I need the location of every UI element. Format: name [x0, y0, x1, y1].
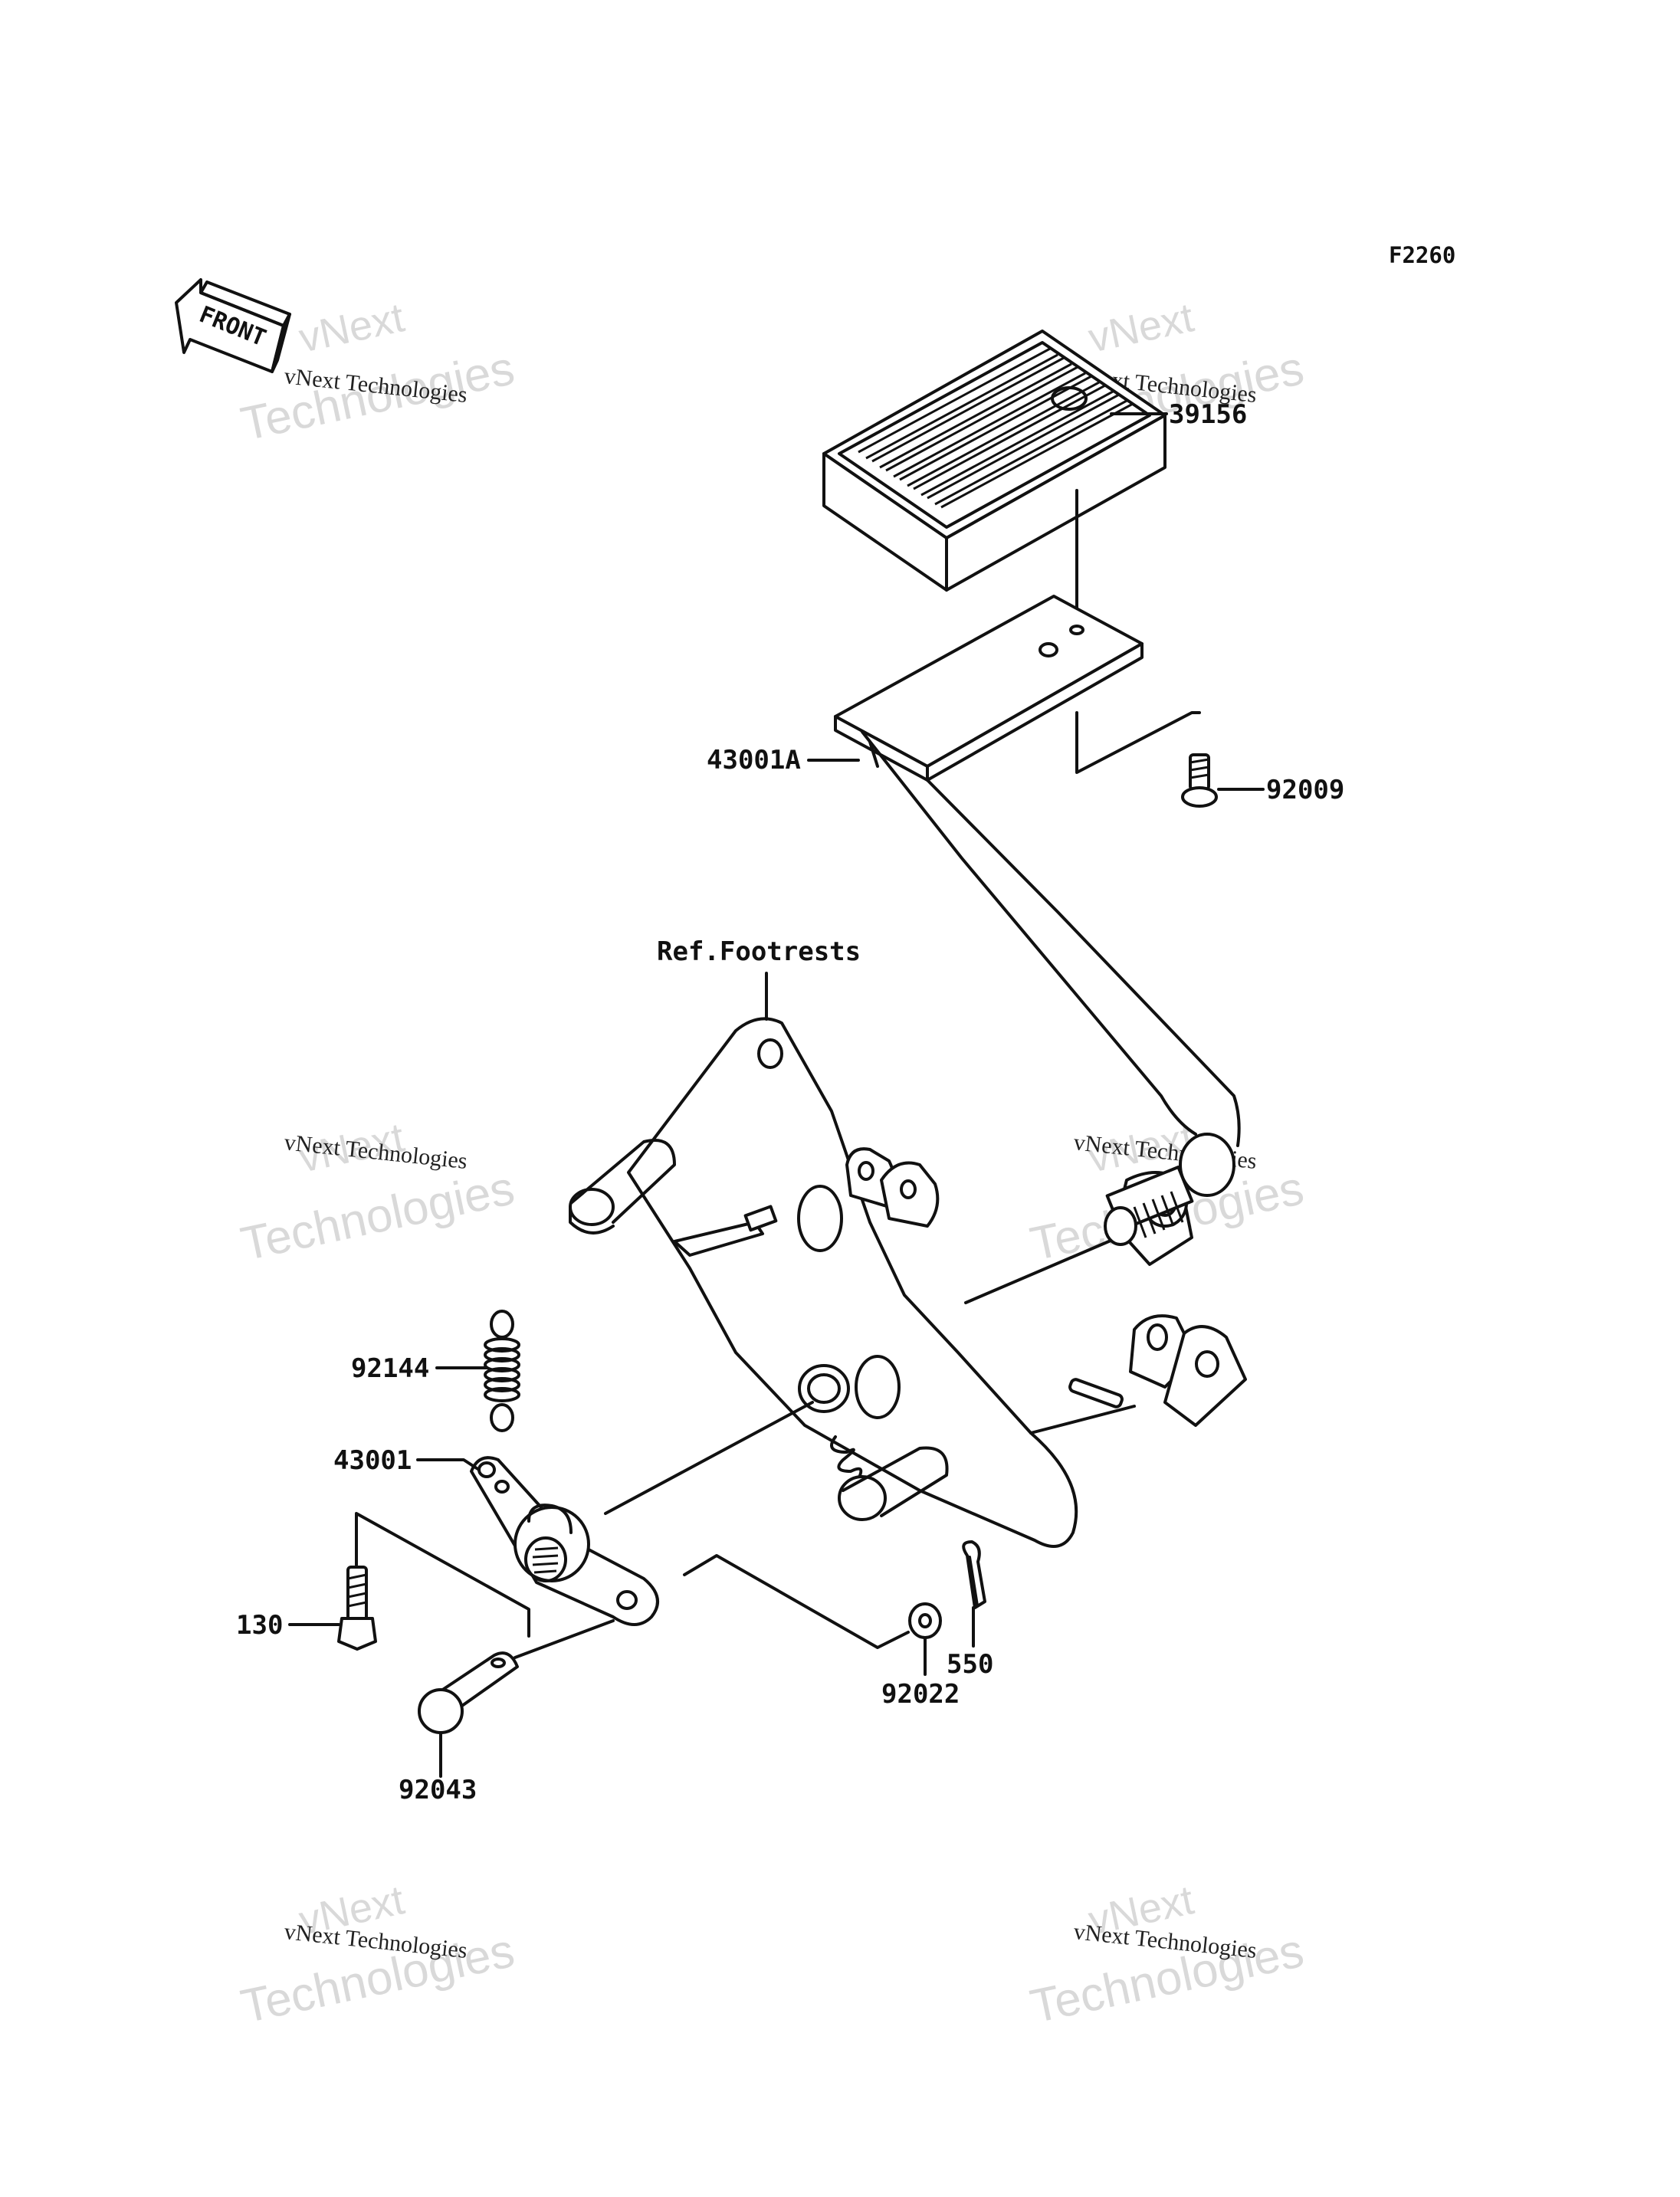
watermark-word-vnext: vNext: [1084, 294, 1198, 361]
brake-pedal-arm: [834, 595, 1241, 1147]
part-number-label: 92144: [351, 1353, 429, 1384]
callout-92144: 92144: [351, 1353, 488, 1384]
figure-code: F2260: [1389, 242, 1455, 268]
watermark-bottom-left: vNext Technologies vNext Technologies: [237, 1877, 519, 2033]
pedal-pad: [822, 330, 1166, 592]
clevis-pin-92043: [418, 1651, 519, 1734]
watermark-word-vnext: vNext: [295, 294, 409, 361]
callout-ref-footrests: Ref.Footrests: [657, 936, 861, 1021]
spring-92144: [484, 1310, 520, 1432]
reference-label: Ref.Footrests: [657, 936, 861, 967]
part-number-label: 92009: [1266, 775, 1344, 805]
watermark-top-left: vNext Technologies vNext Technologies: [237, 294, 519, 451]
callout-92043: 92043: [399, 1732, 477, 1805]
part-number-label: 550: [947, 1649, 993, 1680]
pedal-pivot: [1104, 1133, 1235, 1246]
washer-92022: [908, 1602, 942, 1639]
callout-550: 550: [947, 1606, 993, 1680]
front-arrow-icon: FRONT: [175, 278, 291, 373]
part-number-label: 92043: [399, 1775, 477, 1805]
callout-92022: 92022: [881, 1637, 960, 1710]
part-number-label: 43001A: [707, 745, 801, 776]
bolt-92009: [1181, 753, 1218, 808]
footrest-bracket: [569, 1017, 1247, 1548]
watermark-word-technologies: Technologies: [237, 1162, 519, 1271]
bolt-130: [337, 1566, 377, 1651]
callout-39156: 39156: [1110, 399, 1247, 430]
callout-92009: 92009: [1217, 775, 1344, 805]
cotter-pin-550: [962, 1540, 986, 1609]
callout-43001a: 43001A: [707, 745, 860, 776]
part-number-label: 39156: [1169, 399, 1247, 430]
callout-43001: 43001: [333, 1445, 481, 1476]
part-number-label: 92022: [881, 1679, 960, 1710]
watermark-mid-left: vNext Technologies vNext Technologies: [237, 1114, 519, 1271]
watermark-bottom-right: vNext Technologies vNext Technologies: [1026, 1877, 1308, 2033]
part-number-label: 43001: [333, 1445, 412, 1476]
part-number-label: 130: [236, 1610, 283, 1641]
callout-130: 130: [236, 1610, 340, 1641]
lever-43001: [470, 1456, 659, 1626]
